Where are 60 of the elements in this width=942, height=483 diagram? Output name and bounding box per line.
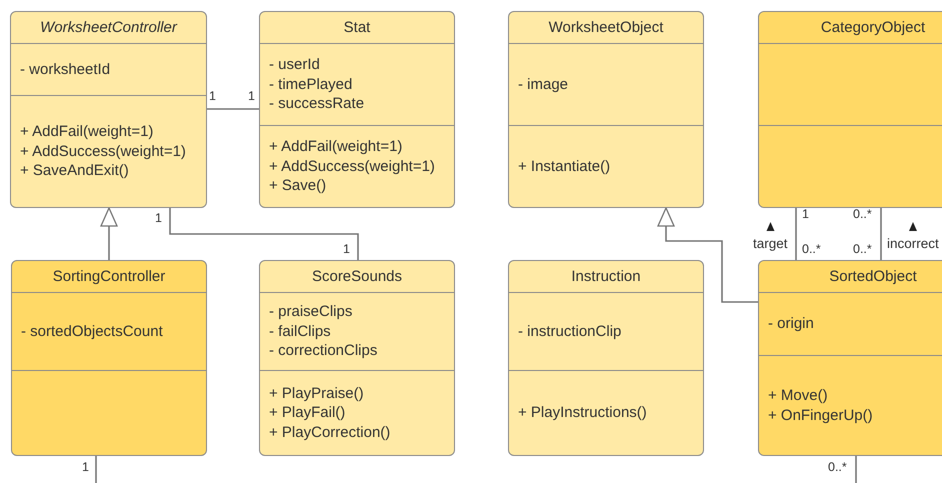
method-text: + AddFail(weight=1) [269,137,402,157]
association-line [855,456,857,483]
class-box [758,11,942,208]
generalization-arrow [657,207,758,303]
attribute-text: - timePlayed [269,74,352,94]
attribute-text: - successRate [269,94,364,114]
class-name: SortedObject [829,268,917,285]
generalization-arrow [100,207,118,260]
attribute-text: - userId [269,55,320,75]
edge-label: target [753,236,788,251]
class-box [11,260,207,456]
association-line [95,456,97,483]
method-text: + PlayCorrection() [269,422,390,442]
multiplicity-label: 1 [248,89,255,103]
class-name: Instruction [571,268,641,285]
method-text: + OnFingerUp() [768,406,873,425]
class-box [508,260,704,456]
association-line [207,108,259,110]
class-box [10,11,207,208]
multiplicity-label: 1 [343,242,350,256]
attribute-text: - worksheetId [20,60,110,80]
class-box [508,11,704,208]
attribute-text: - origin [768,314,814,334]
attribute-text: - instructionClip [518,322,622,342]
association-line [169,208,359,260]
attribute-text: - sortedObjectsCount [21,322,163,342]
class-name: WorksheetObject [548,19,664,36]
method-text: + PlayInstructions() [518,403,647,423]
method-text: + Instantiate() [518,156,610,176]
method-text: + PlayFail() [269,403,346,423]
association-line [795,208,797,260]
multiplicity-label: 0..* [802,242,821,256]
class-name: WorksheetController [40,19,177,36]
attribute-text: - failClips [269,322,331,342]
multiplicity-label: 1 [82,460,89,474]
class-box [259,260,455,456]
attribute-text: - praiseClips [269,302,352,322]
method-text: + AddFail(weight=1) [20,122,154,142]
class-name: Stat [344,19,370,36]
class-box [259,11,455,208]
multiplicity-label: 0..* [853,207,872,221]
attribute-text: - correctionClips [269,341,378,361]
multiplicity-label: 0..* [828,460,847,474]
class-name: SortingController [52,268,166,285]
method-text: + AddSuccess(weight=1) [269,156,435,176]
multiplicity-label: 1 [155,211,162,225]
method-text: + PlayPraise() [269,384,364,404]
class-name: CategoryObject [820,19,926,36]
attribute-text: - image [518,74,568,94]
multiplicity-label: 0..* [853,242,872,256]
method-text: + Save() [269,176,326,196]
edge-label: incorrect [887,236,939,251]
association-line [880,208,882,260]
method-text: + Move() [768,386,828,406]
method-text: + SaveAndExit() [20,161,129,181]
multiplicity-label: 1 [209,89,216,103]
method-text: + AddSuccess(weight=1) [20,142,186,162]
class-name: ScoreSounds [312,268,402,285]
multiplicity-label: 1 [802,207,809,221]
class-box [758,260,942,456]
